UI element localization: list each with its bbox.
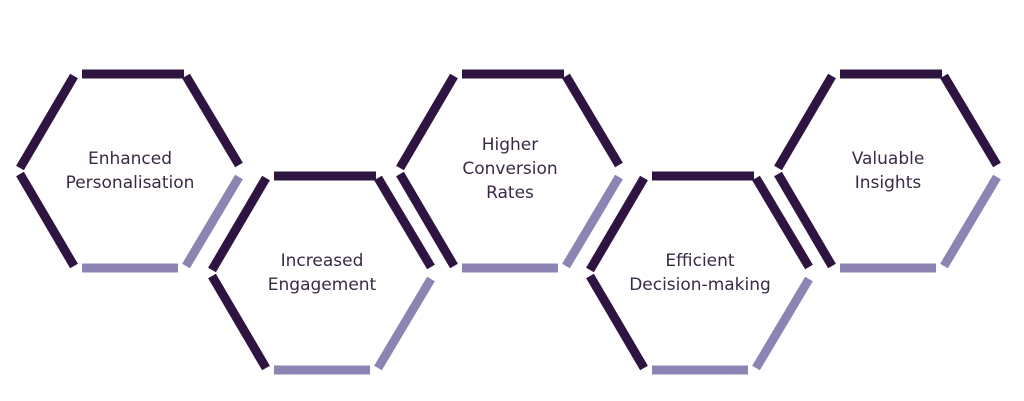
- hexagon-edge-accent: [752, 276, 813, 371]
- hexagon-edge-accent: [374, 276, 435, 371]
- hexagon-edge: [182, 73, 243, 168]
- hexagon-label-line: Valuable: [852, 149, 925, 169]
- hexagon-edge: [208, 175, 270, 273]
- hexagon-edge: [774, 73, 836, 171]
- hexagon-label-line: Increased: [281, 251, 364, 271]
- hexagon-edge: [16, 171, 78, 269]
- hexagon-label-line: Efficient: [665, 251, 734, 271]
- hexagon-edge: [16, 73, 78, 171]
- hexagon-label-line: Conversion: [462, 159, 557, 179]
- hexagon-edge: [208, 273, 270, 371]
- hexagon-label-line: Higher: [482, 135, 539, 155]
- hexagon-label-line: Enhanced: [88, 149, 172, 169]
- hexagon-label-line: Personalisation: [66, 173, 195, 193]
- hexagon-edge: [752, 175, 813, 270]
- hexagon-label-line: Insights: [855, 173, 922, 193]
- hexagon-label-line: Engagement: [268, 275, 377, 295]
- hexagon-edge-accent: [562, 174, 623, 269]
- hexagon-edge: [396, 73, 458, 171]
- hexagon-edge: [374, 175, 435, 270]
- hexagon-edge-accent: [182, 174, 243, 269]
- hexagon-edge-accent: [940, 174, 1001, 269]
- hexagon-label-line: Rates: [486, 183, 534, 203]
- hexagon-edge: [562, 73, 623, 168]
- hexagon-edge: [774, 171, 836, 269]
- hexagon-edge: [396, 171, 458, 269]
- hexagon-edge: [586, 175, 648, 273]
- hexagon-edge: [586, 273, 648, 371]
- hexagon-label-line: Decision-making: [629, 275, 771, 295]
- hexagon-edge: [940, 73, 1001, 168]
